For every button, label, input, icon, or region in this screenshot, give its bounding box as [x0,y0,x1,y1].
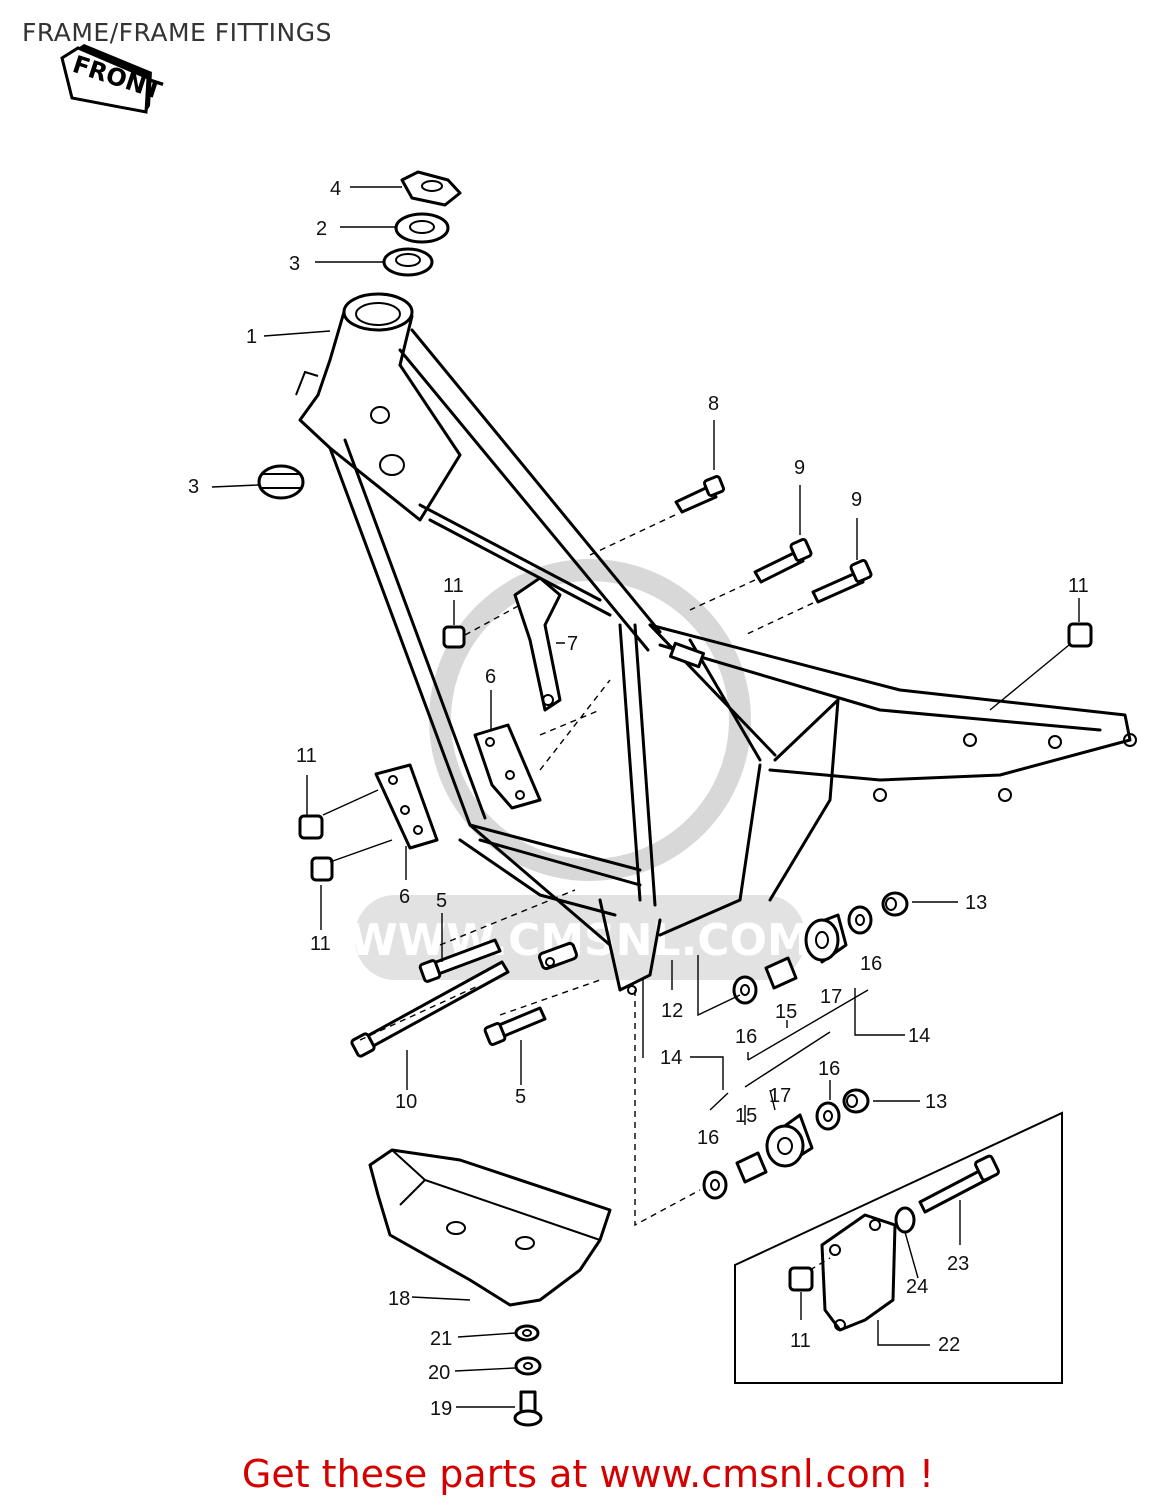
label-16b: 16 [735,1026,757,1048]
part-3-bearing-top [382,247,434,277]
label-11c: 11 [296,745,317,767]
part-13-collar-a [881,891,909,917]
exploded-parts-diagram: WWW.CMSNL.COM FRONT [60,44,1137,1427]
front-arrow-icon: FRONT [60,44,166,114]
watermark-text: WWW.CMSNL.COM [349,915,811,966]
label-11a: 11 [443,575,464,597]
label-9a: 9 [794,457,805,479]
part-16-washer-b [732,975,758,1005]
label-11e: 11 [790,1330,811,1352]
leader-lines [211,186,1080,1408]
part-labels: 1 2 3 3 4 5 5 6 6 7 8 9 9 10 11 11 11 11… [188,178,1089,1420]
part-19-bolt [513,1390,543,1427]
frame [295,292,1137,995]
part-11-nut-b [1067,622,1093,648]
label-2: 2 [316,218,327,240]
label-24: 24 [906,1276,928,1298]
part-13-collar-b [842,1088,870,1114]
label-16c: 16 [818,1058,840,1080]
part-15-sleeve-b [735,1151,768,1184]
part-11-nut-c [298,814,324,840]
label-10: 10 [395,1091,417,1113]
part-15-sleeve-a [764,956,798,990]
label-17a: 17 [820,986,842,1008]
part-6-plate-a [473,723,542,810]
label-4: 4 [330,178,341,200]
label-7: 7 [567,633,578,655]
label-11d: 11 [310,933,331,955]
label-21: 21 [430,1328,452,1350]
part-11-nut-d [310,856,334,882]
label-6b: 6 [399,886,410,908]
part-8-bolt [674,474,726,514]
label-3b: 3 [188,476,199,498]
part-11-nut-e [788,1266,814,1292]
label-18: 18 [388,1288,410,1310]
label-8: 8 [708,393,719,415]
label-19: 19 [430,1398,452,1420]
part-5-bolt-b [483,1006,547,1046]
part-20-washer [514,1356,542,1376]
label-22: 22 [938,1334,960,1356]
label-20: 20 [428,1362,450,1384]
label-15a: 15 [775,1001,797,1023]
inset-panel [734,1111,1063,1384]
part-5-bolt-a [418,938,502,983]
label-11b: 11 [1068,575,1089,597]
footer-link[interactable]: Get these parts at www.cmsnl.com ! [241,1452,935,1496]
label-13a: 13 [965,892,987,914]
label-3a: 3 [289,253,300,275]
part-21-washer [514,1324,540,1342]
part-3-bearing-lower [257,464,305,500]
label-6a: 6 [485,666,496,688]
part-6-plate-b [374,763,439,850]
label-9b: 9 [851,489,862,511]
label-14b: 14 [660,1047,682,1069]
part-17-bushing-a [804,913,848,964]
part-17-bushing-b [765,1113,814,1168]
part-16-washer-a [847,905,873,935]
label-12: 12 [661,1000,683,1022]
label-1: 1 [246,326,257,348]
part-16-washer-d [702,1170,728,1200]
part-2-race [394,212,450,244]
label-17b: 17 [769,1085,791,1107]
label-14a: 14 [908,1025,930,1047]
part-11-nut-a [442,625,466,649]
part-18-skid-plate [368,1148,612,1307]
label-16a: 16 [860,953,882,975]
part-9-bolt-b [811,558,873,604]
label-13b: 13 [925,1091,947,1113]
label-5a: 5 [436,890,447,912]
part-12-pivot [537,941,579,971]
label-16d: 16 [697,1127,719,1149]
label-15b: 15 [735,1105,757,1127]
part-16-washer-c [815,1101,841,1131]
part-7-bracket [513,576,562,712]
label-23: 23 [947,1253,969,1275]
diagram-title: FRAME/FRAME FITTINGS [22,18,332,47]
label-5b: 5 [515,1086,526,1108]
part-4-nut [400,170,462,207]
part-9-bolt-a [753,537,813,584]
